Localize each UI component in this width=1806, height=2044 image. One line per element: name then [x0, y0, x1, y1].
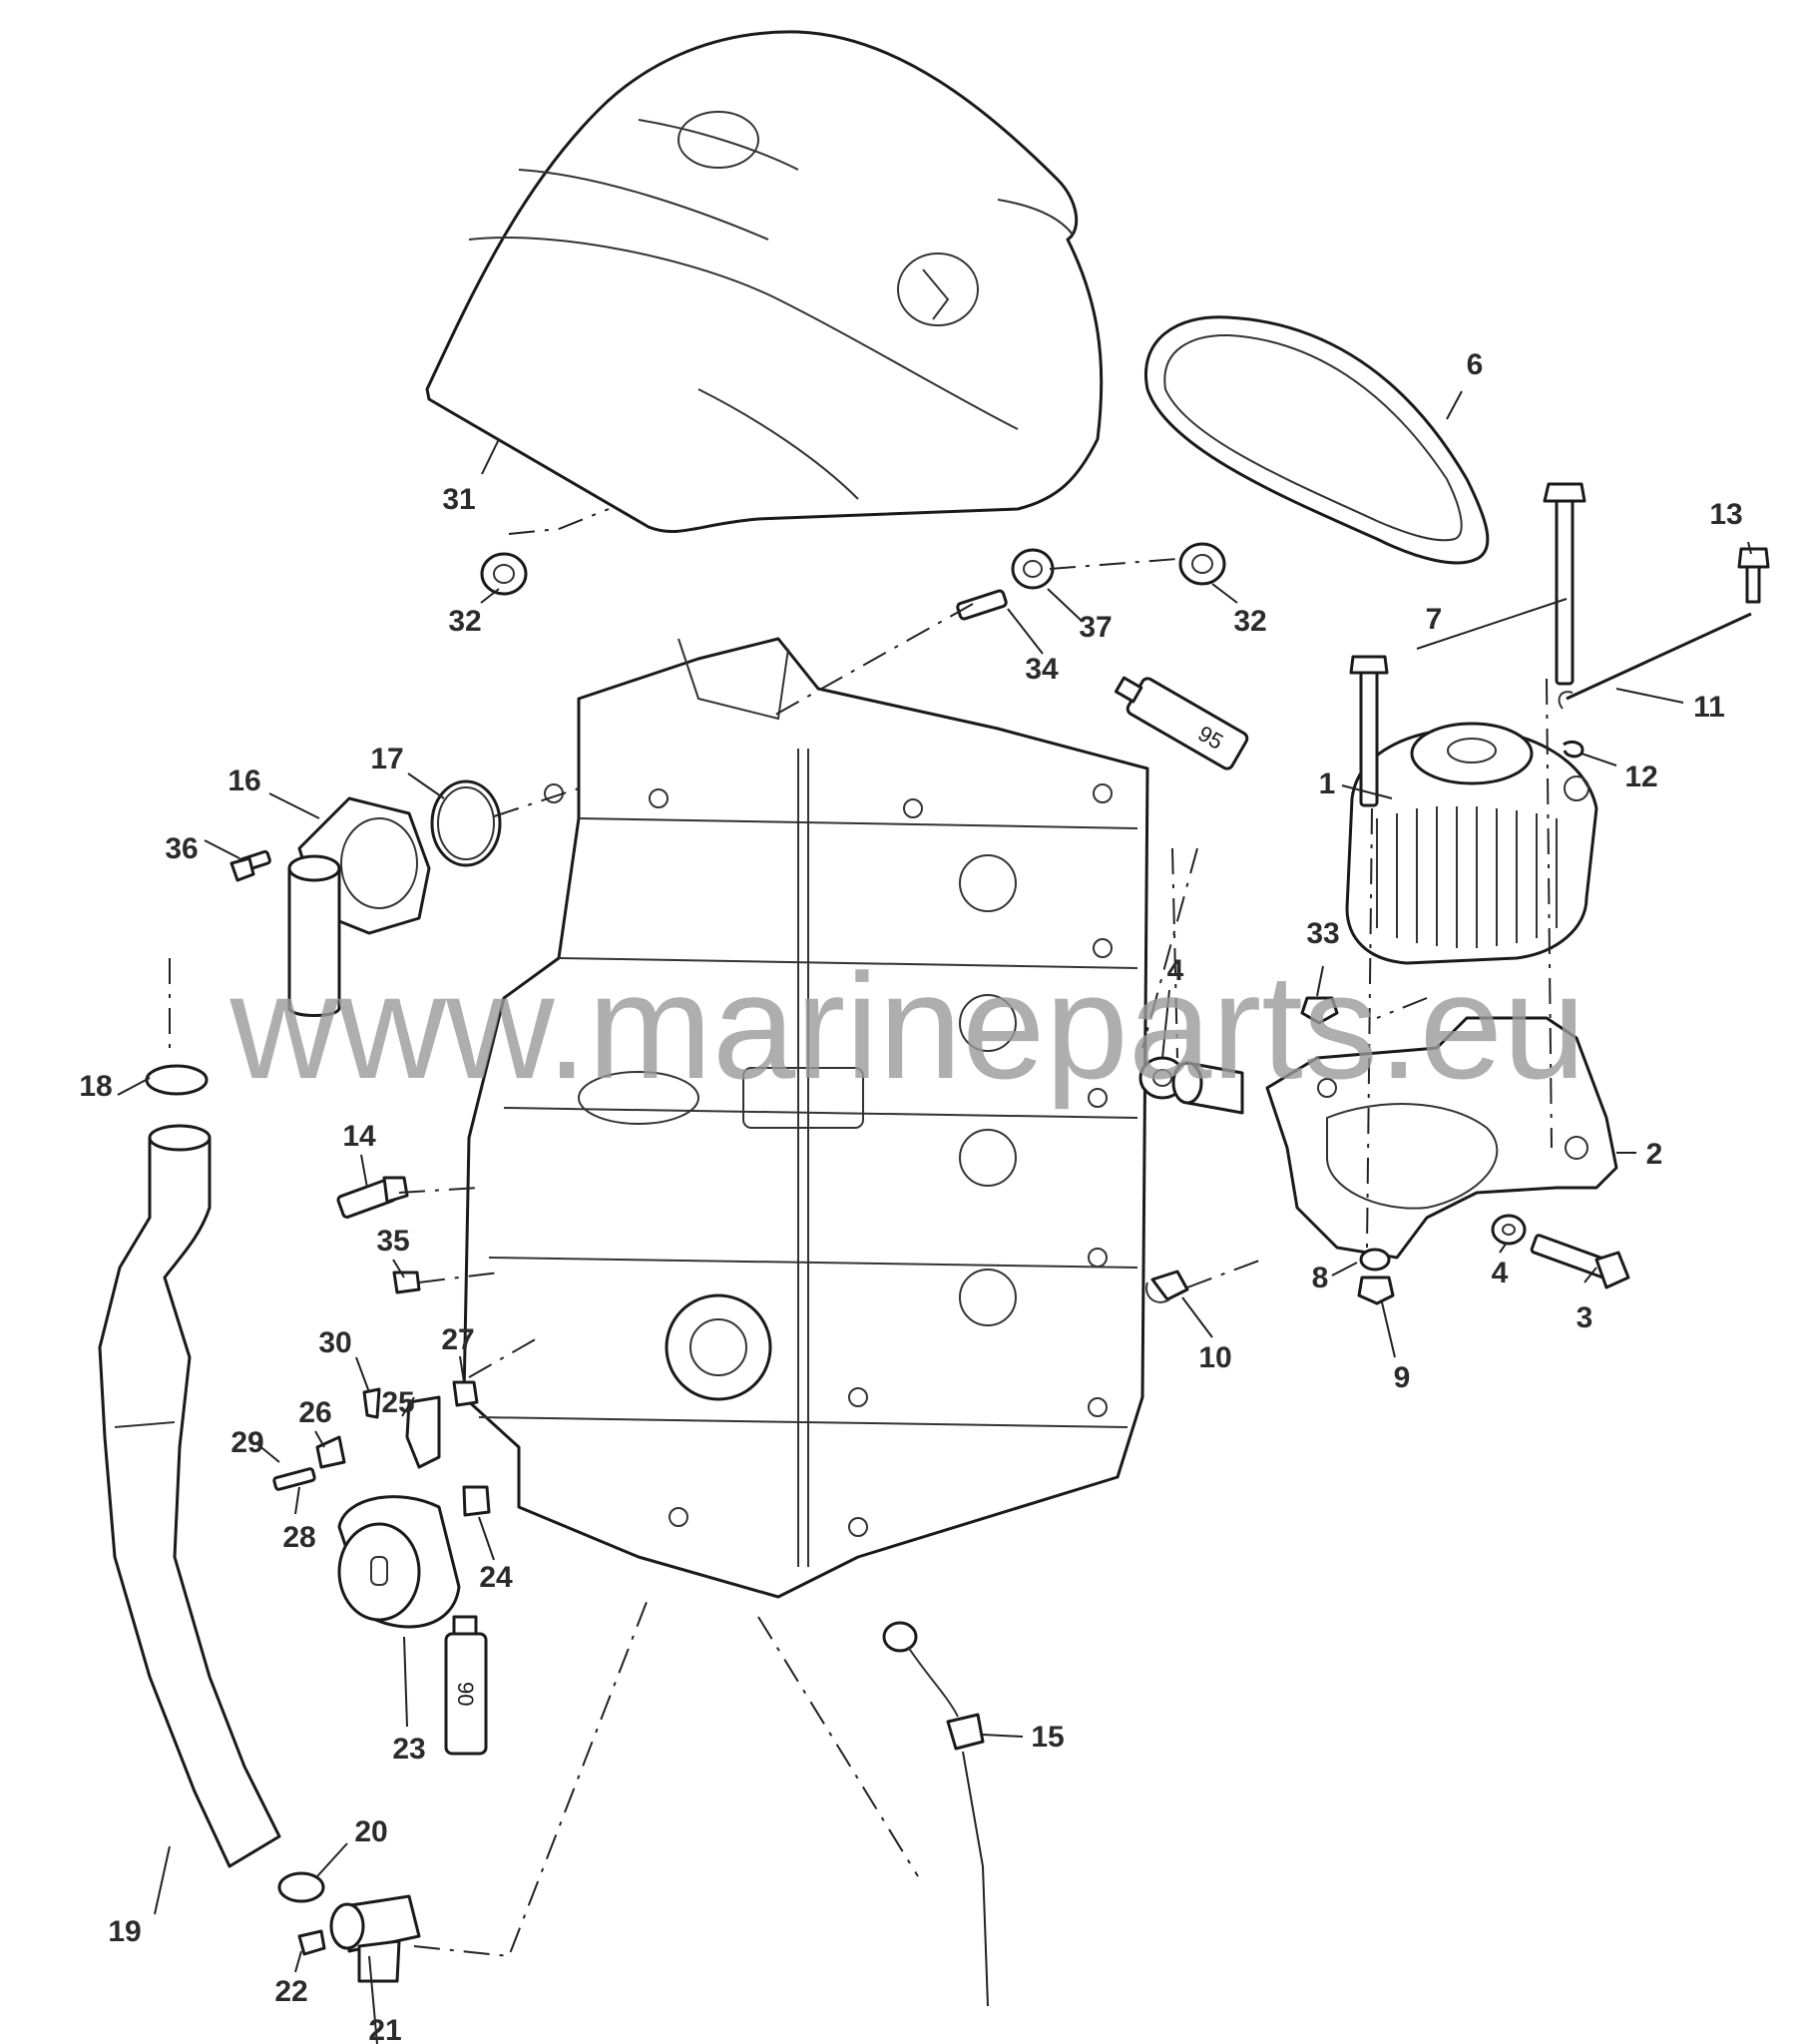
callout-8: 8: [1312, 1262, 1329, 1294]
tension-rod-part: [1558, 547, 1770, 759]
tube-label-90: 90: [453, 1682, 478, 1706]
sensor-fittings-parts: [272, 1176, 491, 1517]
callout-9: 9: [1394, 1361, 1411, 1394]
oil-filter-part: [337, 1495, 461, 1629]
callout-22: 22: [274, 1975, 307, 2008]
callout-24: 24: [479, 1561, 513, 1594]
watermark-text: www.marineparts.eu: [229, 942, 1586, 1110]
engine-block-part: [462, 637, 1149, 1599]
callout-3: 3: [1577, 1301, 1593, 1334]
callout-2: 2: [1646, 1138, 1663, 1171]
callout-25: 25: [381, 1386, 414, 1419]
callout-32-right: 32: [1233, 605, 1266, 638]
thermostat-housing-part: [229, 779, 502, 1017]
dipstick-part: [882, 1621, 989, 2007]
callout-11: 11: [1693, 691, 1725, 724]
assembly-lines: [169, 508, 1553, 1958]
callout-30: 30: [318, 1326, 351, 1359]
callout-15: 15: [1031, 1721, 1064, 1754]
callout-16: 16: [227, 765, 260, 797]
callout-13: 13: [1709, 498, 1742, 531]
alternator-bracket-part: [1265, 1016, 1618, 1260]
callout-1: 1: [1319, 767, 1336, 800]
bushing-part: [1138, 996, 1339, 1115]
callout-12: 12: [1624, 761, 1657, 793]
callout-17: 17: [370, 743, 403, 775]
callout-37: 37: [1079, 611, 1112, 644]
grommet-part: [480, 542, 1226, 596]
callout-27: 27: [441, 1323, 474, 1356]
callout-28: 28: [282, 1521, 315, 1554]
washer-and-bolt-parts: [1145, 1214, 1630, 1305]
callout-19: 19: [108, 1915, 141, 1948]
sealant-tube-90: 90: [444, 1615, 488, 1756]
leader-lines: [117, 390, 1752, 2044]
mounting-bolt-part: [1349, 482, 1586, 807]
callout-20: 20: [354, 1815, 387, 1848]
callout-33: 33: [1306, 917, 1339, 950]
callout-10: 10: [1198, 1341, 1231, 1374]
callout-labels: 1 2 3 4 4 6 7 8 9 10 11 12 13 14 15 16 1…: [79, 348, 1742, 2044]
callout-34: 34: [1025, 653, 1059, 686]
hose-fitting-part: [277, 1871, 421, 1983]
callout-6: 6: [1467, 348, 1484, 381]
callout-4-lower: 4: [1492, 1257, 1509, 1289]
callout-36: 36: [165, 832, 198, 865]
callout-29: 29: [230, 1426, 263, 1459]
callout-32-left: 32: [448, 605, 481, 638]
callout-35: 35: [376, 1225, 409, 1258]
sealant-tube-95: 95: [1114, 676, 1249, 770]
stud-part: [956, 589, 1008, 621]
callout-14: 14: [342, 1120, 376, 1153]
alternator-part: [1345, 722, 1598, 965]
callout-7: 7: [1426, 603, 1443, 636]
drive-belt-part: [1144, 315, 1490, 565]
callout-23: 23: [392, 1733, 425, 1766]
coolant-hose-part: [98, 1064, 281, 1868]
top-cover-part: [425, 30, 1104, 534]
callout-26: 26: [298, 1396, 331, 1429]
callout-18: 18: [79, 1070, 112, 1103]
callout-21: 21: [368, 2014, 401, 2044]
callout-4-upper: 4: [1167, 954, 1184, 987]
callout-31: 31: [442, 483, 475, 516]
